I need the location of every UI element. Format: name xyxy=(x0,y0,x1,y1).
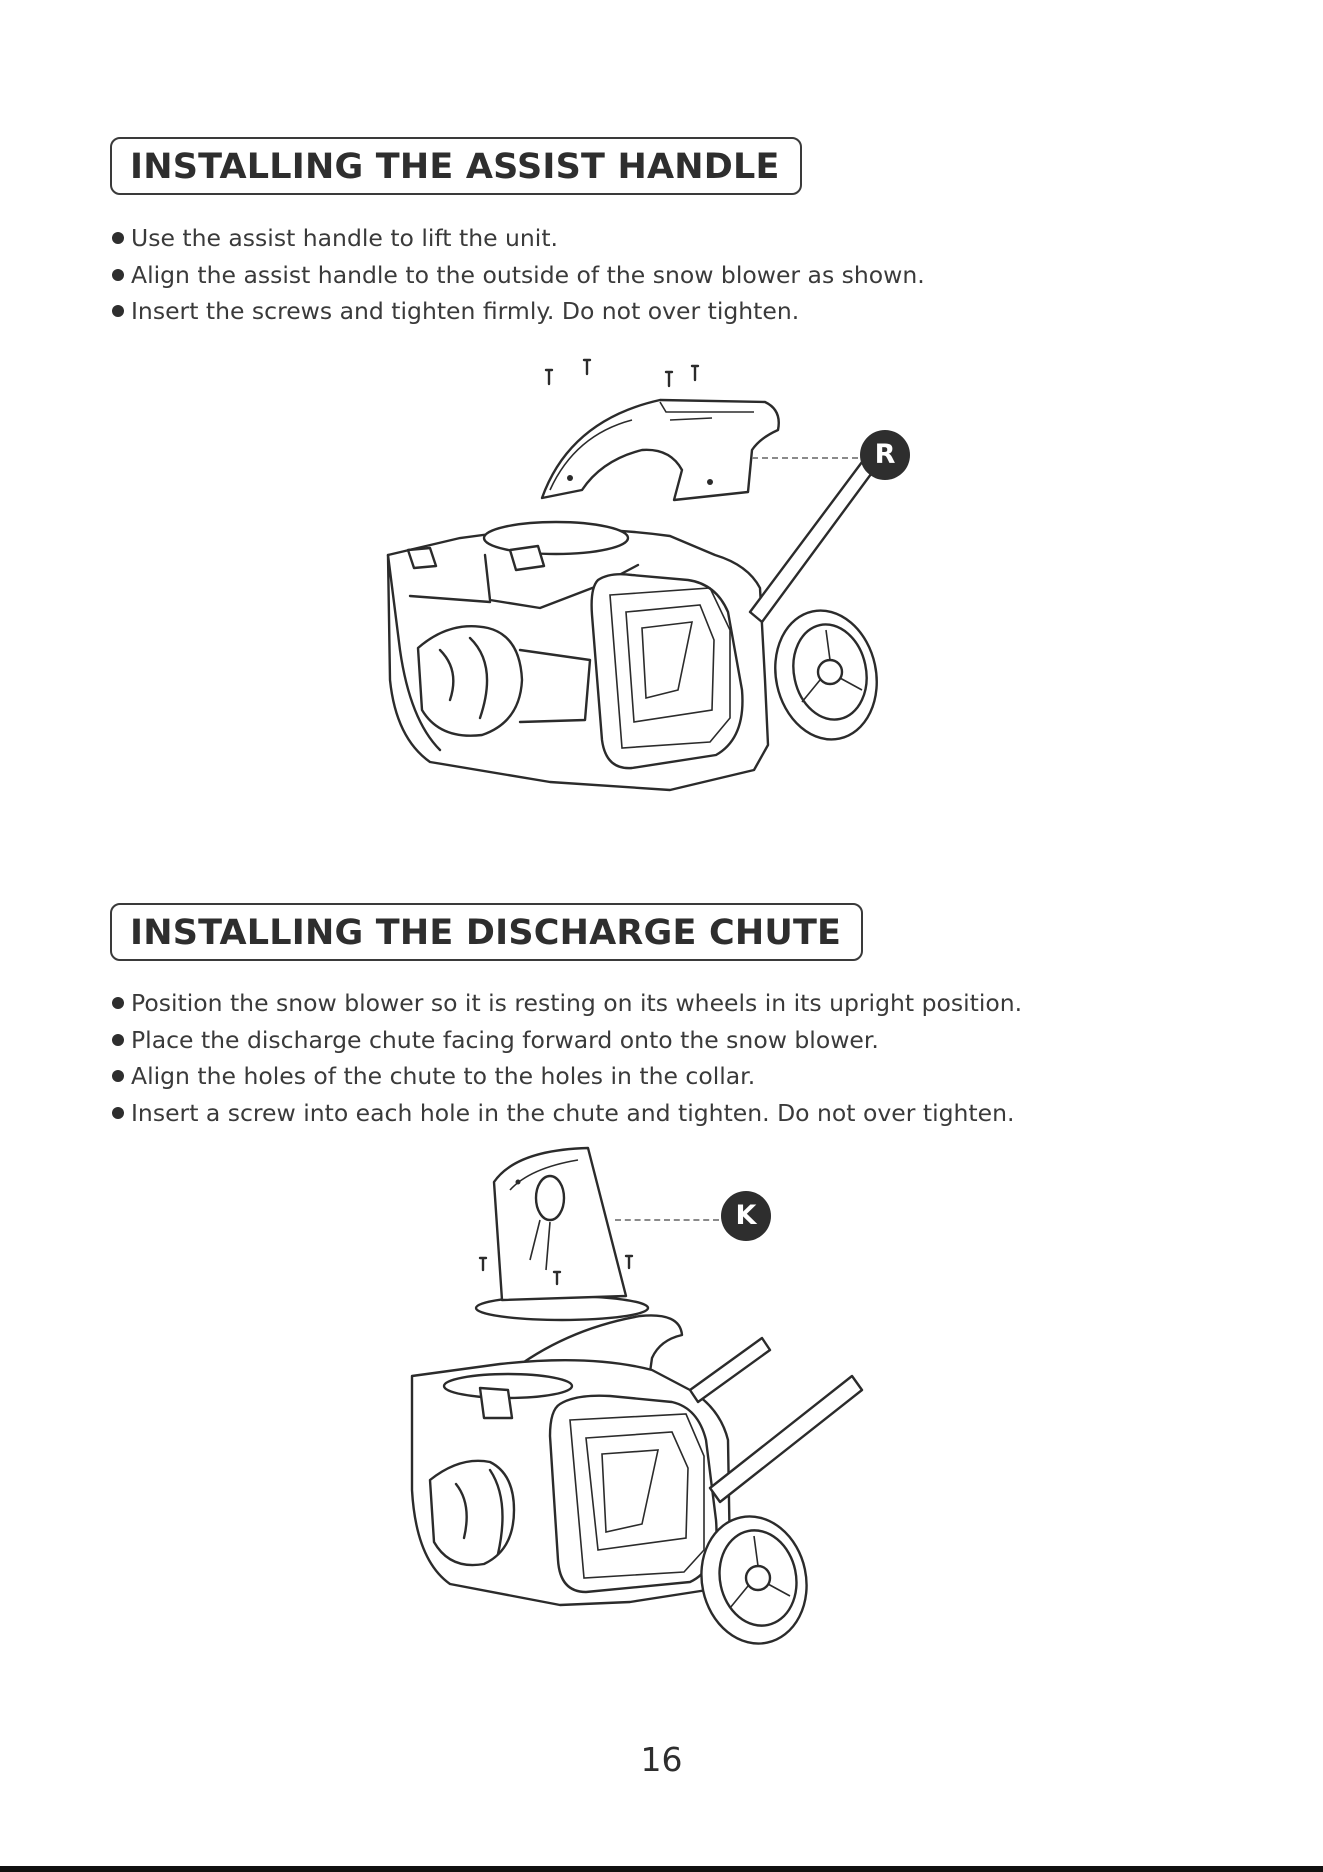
bullet-icon xyxy=(112,305,124,318)
page-bottom-rule xyxy=(0,1866,1323,1872)
snow-blower-body xyxy=(410,1314,732,1607)
bullet-icon xyxy=(112,1033,124,1046)
handle-bar xyxy=(748,460,876,624)
screw-icon xyxy=(544,358,700,388)
discharge-chute-instructions: Position the snow blower so it is restin… xyxy=(112,985,1022,1131)
list-item: Insert the screws and tighten firmly. Do… xyxy=(112,293,925,330)
callout-leader-line xyxy=(752,457,858,459)
snow-blower-body xyxy=(386,520,770,792)
instruction-text: Insert the screws and tighten firmly. Do… xyxy=(131,297,800,325)
bullet-icon xyxy=(112,268,124,281)
instruction-text: Align the holes of the chute to the hole… xyxy=(131,1062,756,1090)
screw-icon xyxy=(478,1254,634,1286)
bullet-icon xyxy=(112,1106,124,1119)
instruction-text: Position the snow blower so it is restin… xyxy=(131,989,1023,1017)
list-item: Insert a screw into each hole in the chu… xyxy=(112,1095,1022,1132)
bullet-icon xyxy=(112,232,124,245)
list-item: Position the snow blower so it is restin… xyxy=(112,985,1022,1022)
instruction-text: Insert a screw into each hole in the chu… xyxy=(131,1098,1015,1127)
bullet-icon xyxy=(112,1070,124,1083)
instruction-text: Align the assist handle to the outside o… xyxy=(131,260,925,289)
callout-label-k: K xyxy=(721,1191,771,1241)
assist-handle-part xyxy=(540,398,780,502)
section-title-assist-handle: INSTALLING THE ASSIST HANDLE xyxy=(110,137,802,195)
list-item: Use the assist handle to lift the unit. xyxy=(112,220,925,257)
instruction-text: Use the assist handle to lift the unit. xyxy=(131,224,559,252)
assist-handle-instructions: Use the assist handle to lift the unit. … xyxy=(112,220,925,330)
wheel-icon xyxy=(774,609,878,741)
assist-handle-illustration xyxy=(386,358,878,792)
list-item: Align the assist handle to the outside o… xyxy=(112,257,925,294)
list-item: Place the discharge chute facing forward… xyxy=(112,1022,1022,1059)
wheel-icon xyxy=(700,1515,808,1645)
callout-label-r: R xyxy=(860,430,910,480)
list-item: Align the holes of the chute to the hole… xyxy=(112,1058,1022,1095)
handle-bar xyxy=(688,1336,864,1504)
page-number: 16 xyxy=(640,1740,683,1779)
bullet-icon xyxy=(112,997,124,1010)
callout-leader-line xyxy=(615,1219,719,1221)
section-title-discharge-chute: INSTALLING THE DISCHARGE CHUTE xyxy=(110,903,864,961)
instruction-text: Place the discharge chute facing forward… xyxy=(131,1025,879,1054)
discharge-chute-illustration xyxy=(410,1146,864,1645)
discharge-chute-part xyxy=(474,1146,650,1322)
